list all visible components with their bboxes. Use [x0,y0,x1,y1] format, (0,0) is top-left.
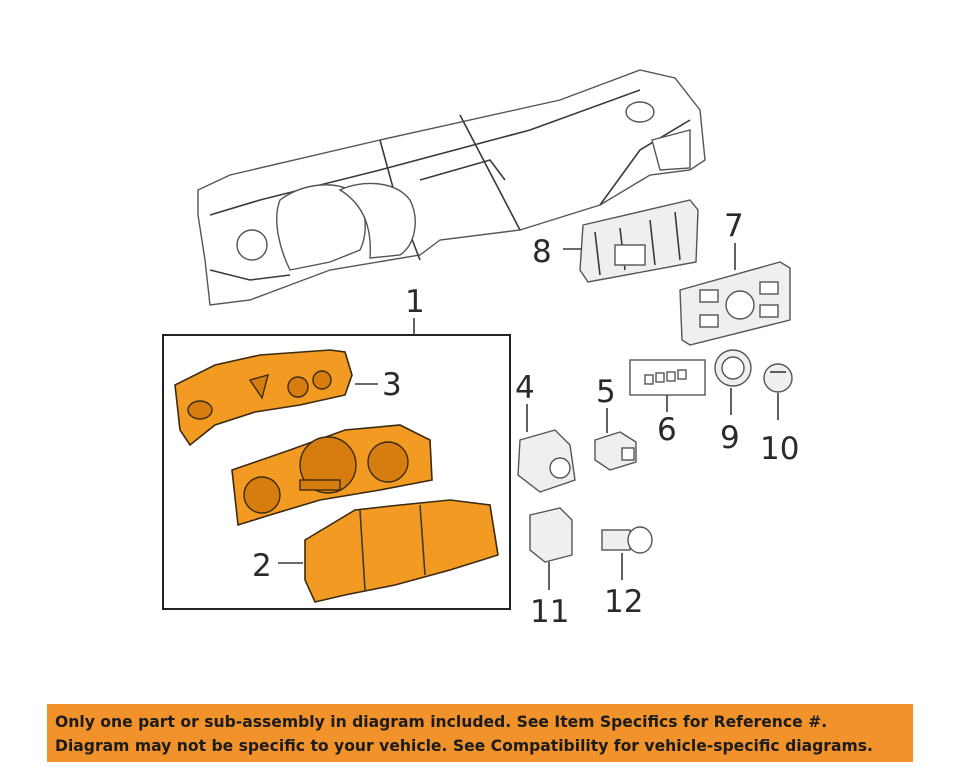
callout-9: 9 [720,420,740,456]
callout-8: 8 [532,234,552,270]
callout-6: 6 [657,412,677,448]
callout-4: 4 [515,370,535,406]
disclaimer-banner: Only one part or sub-assembly in diagram… [47,704,913,762]
part-1-instrument-cluster [231,424,433,527]
part-9-knob [714,349,752,387]
disclaimer-line-2: Diagram may not be specific to your vehi… [55,737,873,755]
callout-12: 12 [604,584,643,620]
part-12-sensor [601,526,653,554]
part-8-bracket [579,199,699,283]
disclaimer-line-1: Only one part or sub-assembly in diagram… [55,713,828,731]
callout-3: 3 [382,367,402,403]
part-3-cluster-housing [174,349,353,447]
callout-7: 7 [724,208,744,244]
callout-2: 2 [252,548,272,584]
callout-10: 10 [760,431,799,467]
part-7-control-panel [679,261,791,346]
part-6-switch-box [629,359,706,396]
part-5-switch [594,431,637,471]
part-10-knob [763,363,793,393]
callout-5: 5 [596,374,616,410]
callout-11: 11 [530,594,569,630]
parts-diagram: 8 7 1 3 2 4 [162,69,799,630]
dashboard-outline [197,69,706,306]
part-2-cluster-lens [304,499,499,603]
callout-1: 1 [405,284,425,320]
part-4-switch [517,429,576,493]
assembly-box [162,334,511,610]
part-11-module [529,507,573,563]
